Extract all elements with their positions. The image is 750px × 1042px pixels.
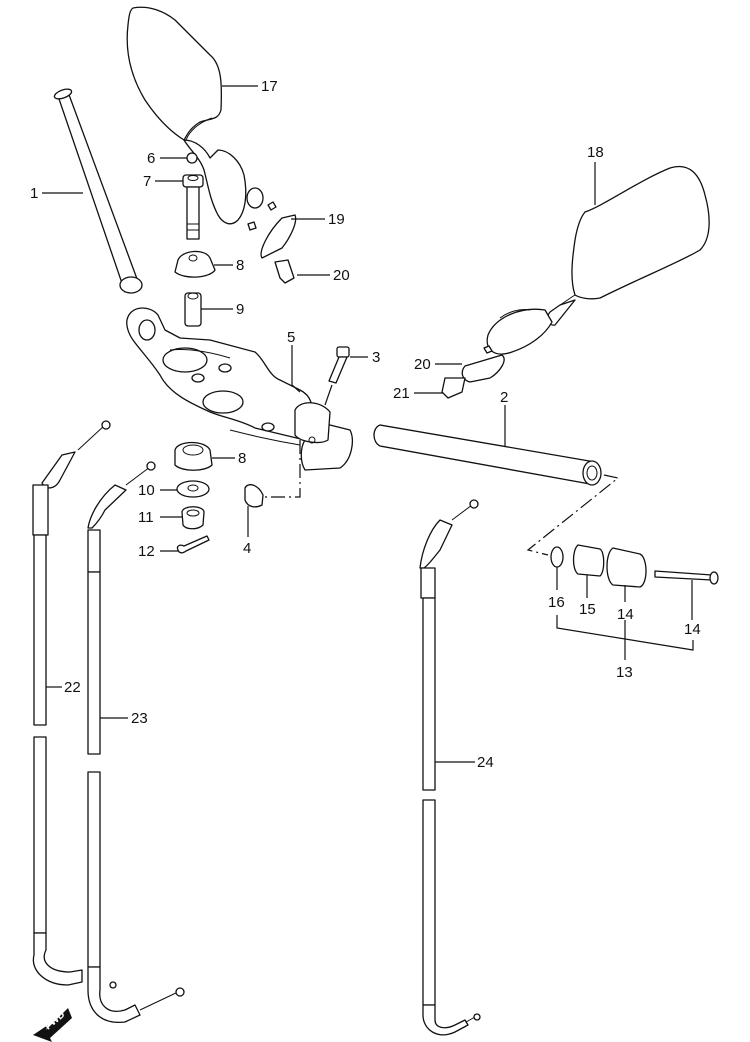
handlebar-holder-bracket[interactable] [126,307,353,471]
callout-23: 23 [131,710,148,727]
cotter-pin[interactable] [176,535,210,554]
callout-9: 9 [236,301,244,318]
nut[interactable] [181,506,205,530]
assembly-line [526,474,620,556]
callout-21-left: 20 [333,267,350,284]
callout-22: 22 [64,679,81,696]
handlebar-left[interactable] [53,87,143,294]
callout-6: 6 [147,150,155,167]
leader-lines [42,85,694,763]
mirror-left[interactable] [126,6,277,231]
cushion-lower[interactable] [174,441,213,471]
callout-20-left: 19 [328,211,345,228]
callout-3: 3 [372,349,380,366]
callout-18: 17 [261,78,278,95]
forward-direction-arrow: FWD [33,1008,72,1042]
throttle-cable-1[interactable] [32,420,111,986]
spacer[interactable] [184,292,202,327]
screw[interactable] [654,570,719,585]
callout-labels: 17 1 6 7 8 9 19 20 18 20 21 2 5 3 8 10 1… [30,78,701,771]
cushion-upper[interactable] [174,250,216,278]
mirror-right[interactable] [483,165,710,355]
washer[interactable] [550,546,564,568]
callout-15: 14 [617,606,634,623]
mirror-nut-right[interactable] [441,377,466,399]
callout-8-lower: 8 [238,450,246,467]
callout-8-upper: 8 [236,257,244,274]
callout-20-right: 20 [414,356,431,373]
nut[interactable] [244,484,264,508]
handlebar-right[interactable] [373,424,602,486]
mirror-cover-right[interactable] [461,354,505,383]
callout-5: 5 [287,329,295,346]
throttle-cable-2[interactable] [87,461,185,1024]
callout-11: 11 [138,509,154,526]
callout-1: 1 [30,185,38,202]
callout-13: 13 [616,664,633,681]
bolt[interactable] [328,346,350,384]
mirror-cover-left[interactable] [260,214,297,259]
callout-12: 12 [138,543,155,560]
callout-16: 15 [579,601,596,618]
callout-2: 2 [500,389,508,406]
callout-24: 24 [477,754,494,771]
callout-7: 7 [143,173,151,190]
balancer-inner[interactable] [572,544,605,577]
callout-21-right: 21 [393,385,410,402]
callout-4: 4 [243,540,251,557]
balancer-weight[interactable] [606,547,647,588]
washer[interactable] [176,480,210,498]
callout-19: 18 [587,144,604,161]
callout-17: 16 [548,594,565,611]
mirror-nut-left[interactable] [274,259,295,284]
cable[interactable] [419,499,481,1036]
bolt-long[interactable] [182,174,204,240]
assembly-line [265,440,301,498]
callout-14: 14 [684,621,701,638]
cap[interactable] [186,152,198,164]
callout-10: 10 [138,482,155,499]
